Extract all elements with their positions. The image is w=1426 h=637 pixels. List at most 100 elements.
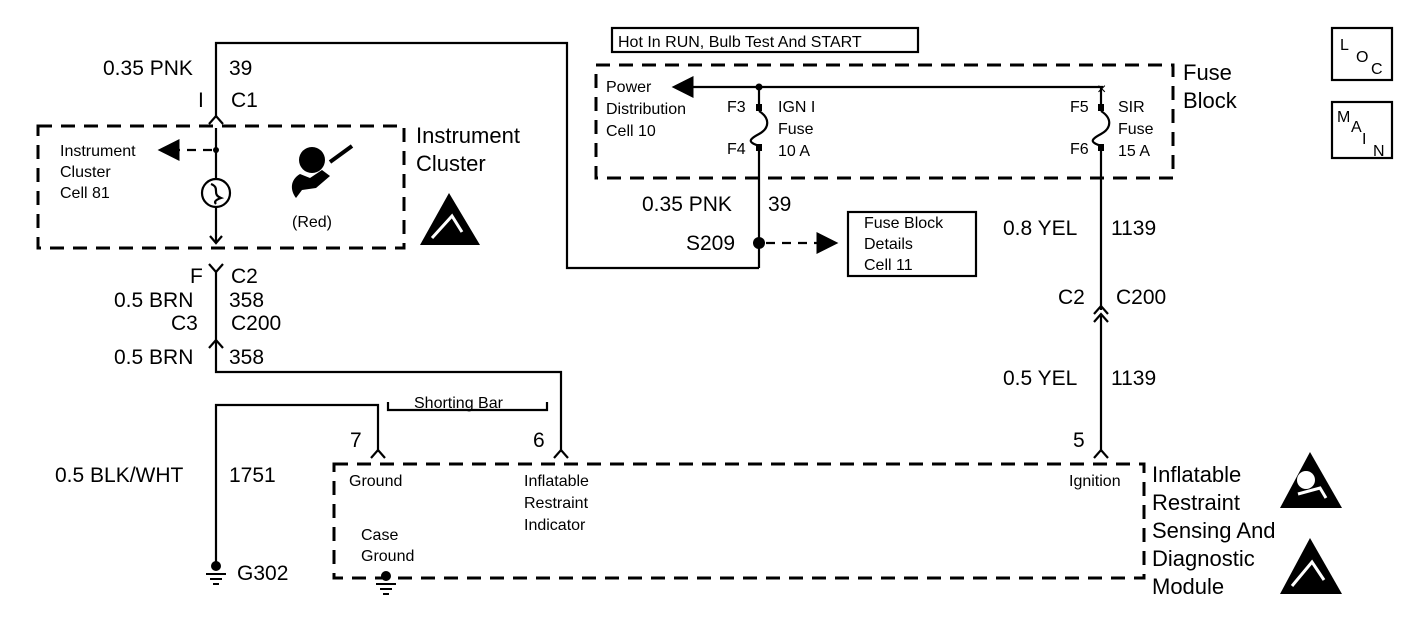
case-ground-line2: Ground	[361, 548, 414, 565]
brn-gauge-a: 0.5 BRN	[114, 289, 193, 312]
pnk-mid-gauge: 0.35 PNK	[642, 193, 732, 216]
pin6-label: 6	[533, 429, 545, 452]
pin5-connector	[1093, 448, 1109, 459]
c1-connector	[208, 114, 224, 125]
esd-icon-module	[1280, 538, 1342, 594]
fuse-block-box	[594, 63, 1175, 180]
pin7-connector	[370, 448, 386, 459]
brn-gauge-b: 0.5 BRN	[114, 346, 193, 369]
svg-text:A: A	[1351, 119, 1362, 136]
f4-terminal	[756, 144, 762, 151]
shorting-bar-bracket	[386, 402, 549, 412]
airbag-warning-icon	[291, 144, 354, 198]
g302-label: G302	[237, 562, 288, 585]
g302-ground-icon	[206, 561, 226, 585]
fb-details-line3: Cell 11	[864, 257, 913, 274]
hot-in-run-box	[610, 26, 920, 54]
brn-circuit-b: 358	[229, 346, 264, 369]
f6-terminal	[1098, 144, 1104, 151]
c200-right-connector-top	[1093, 304, 1109, 315]
top-left-circuit: 39	[229, 57, 252, 80]
indicator-line3: Indicator	[524, 517, 586, 534]
pin7-label: 7	[350, 429, 362, 452]
svg-text:N: N	[1373, 143, 1385, 160]
sir-fuse-element	[1091, 110, 1111, 148]
ic-ref-line2: Cluster	[60, 164, 111, 181]
ignition-pin-label: Ignition	[1069, 473, 1121, 490]
s209-label: S209	[686, 232, 735, 255]
pin6-connector	[553, 448, 569, 459]
sir-fuse-line1: SIR	[1118, 99, 1145, 116]
f5-terminal	[1098, 104, 1104, 111]
f5-label: F5	[1070, 99, 1089, 116]
c3-label: C3	[171, 312, 198, 335]
indicator-line2: Restraint	[524, 495, 589, 512]
ign-fuse-line1: IGN I	[778, 99, 815, 116]
svg-text:L: L	[1340, 37, 1349, 54]
lamp-color-label: (Red)	[292, 214, 332, 231]
main-button[interactable]: M A I N	[1330, 100, 1394, 160]
wire-pnk-39-top	[214, 41, 759, 270]
instrument-cluster-title-1: Instrument	[416, 123, 520, 148]
sdm-title-5: Module	[1152, 574, 1224, 599]
ic-ref-line1: Instrument	[60, 143, 136, 160]
case-ground-icon	[376, 571, 396, 595]
yel-gauge-b: 0.5 YEL	[1003, 367, 1077, 390]
c200-right-connector-bottom	[1093, 312, 1109, 323]
yel-circuit-b: 1139	[1111, 367, 1156, 390]
sir-fuse-line2: Fuse	[1118, 121, 1154, 138]
ign-fuse-element	[749, 110, 769, 148]
f3-terminal	[756, 104, 762, 111]
sdm-title-1: Inflatable	[1152, 462, 1241, 487]
sdm-title-4: Diagnostic	[1152, 546, 1255, 571]
c1-label: C1	[231, 89, 258, 112]
sir-fuse-line3: 15 A	[1118, 143, 1150, 160]
sdm-title-3: Sensing And	[1152, 518, 1276, 543]
ic-bottom-arrow	[209, 235, 223, 245]
pin5-label: 5	[1073, 429, 1085, 452]
instrument-cluster-title-2: Cluster	[416, 151, 486, 176]
sdm-module-box	[332, 462, 1146, 580]
power-dist-line2: Distribution	[606, 101, 686, 118]
svg-text:C: C	[1371, 61, 1383, 78]
s209-splice	[753, 237, 765, 249]
pnk-mid-circuit: 39	[768, 193, 791, 216]
top-left-gauge: 0.35 PNK	[103, 57, 193, 80]
ign-fuse-line3: 10 A	[778, 143, 810, 160]
fuse-block-details-box[interactable]	[846, 210, 978, 278]
sdm-title-2: Restraint	[1152, 490, 1240, 515]
loc-button[interactable]: L O C	[1330, 26, 1394, 82]
ic-node	[213, 147, 219, 153]
brn-circuit-a: 358	[229, 289, 264, 312]
power-dist-line1: Power	[606, 79, 652, 96]
fb-details-line2: Details	[864, 236, 913, 253]
instrument-cluster-box	[36, 124, 406, 250]
fuse-block-title-1: Fuse	[1183, 60, 1232, 85]
c1-pin: I	[198, 89, 204, 112]
lamp-filament	[210, 182, 225, 205]
wire-blk-wht-1751	[214, 403, 380, 564]
wire-brn-358-b	[214, 340, 563, 452]
case-ground-line1: Case	[361, 527, 398, 544]
c200-right-label: C200	[1116, 286, 1166, 309]
airbag-triangle-icon	[1280, 452, 1342, 508]
fb-details-line1: Fuse Block	[864, 215, 944, 232]
blk-gauge: 0.5 BLK/WHT	[55, 464, 184, 487]
c200-left-label: C200	[231, 312, 281, 335]
yel-gauge-a: 0.8 YEL	[1003, 217, 1077, 240]
c2-pin: F	[190, 265, 203, 288]
yel-circuit-a: 1139	[1111, 217, 1156, 240]
fuse-block-title-2: Block	[1183, 88, 1238, 113]
hot-in-run-label: Hot In RUN, Bulb Test And START	[618, 34, 862, 51]
indicator-line1: Inflatable	[524, 473, 589, 490]
f4-label: F4	[727, 141, 746, 158]
esd-icon-cluster	[420, 193, 480, 245]
ign-fuse-line2: Fuse	[778, 121, 814, 138]
f6-label: F6	[1070, 141, 1089, 158]
blk-circuit: 1751	[229, 464, 276, 487]
f3-label: F3	[727, 99, 746, 116]
power-dist-line3: Cell 10	[606, 123, 656, 140]
svg-text:M: M	[1337, 109, 1350, 126]
ground-pin-label: Ground	[349, 473, 402, 490]
